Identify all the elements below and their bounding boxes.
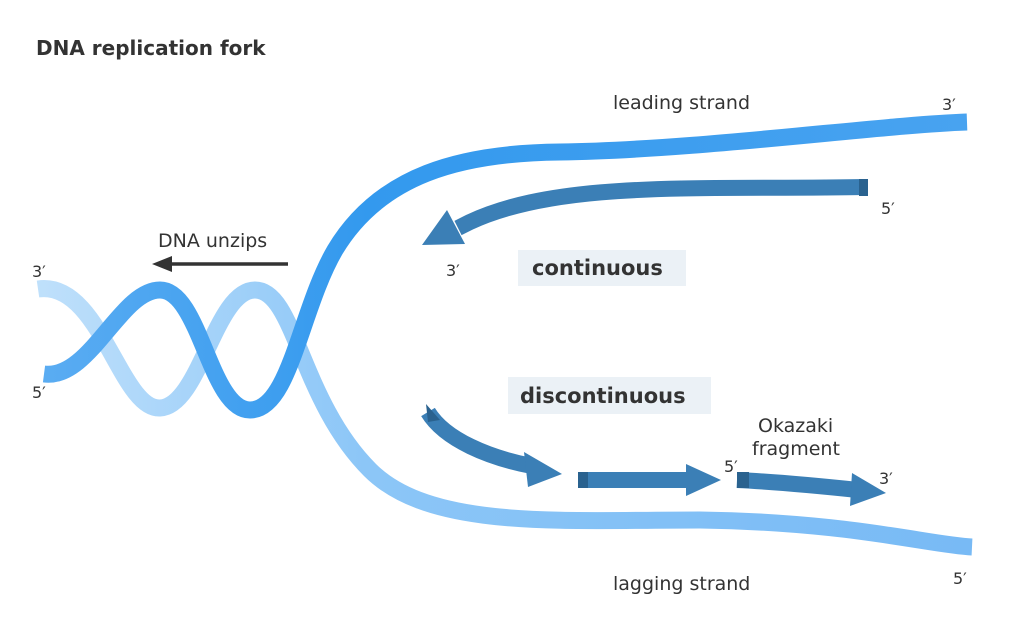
okazaki-fragment-2 bbox=[578, 464, 721, 496]
okazaki-label-line1: Okazaki bbox=[758, 415, 833, 437]
helix-top-end-label: 3′ bbox=[32, 262, 46, 281]
leading-parent-strand bbox=[42, 113, 968, 419]
continuous-label: continuous bbox=[532, 256, 663, 280]
diagram-title: DNA replication fork bbox=[36, 36, 266, 60]
helix-bottom-end-label: 5′ bbox=[32, 383, 46, 402]
unzip-direction-arrow bbox=[152, 256, 288, 272]
leading-strand-label: leading strand bbox=[613, 92, 750, 114]
leading-new-start-label: 5′ bbox=[881, 199, 895, 218]
continuous-box bbox=[518, 250, 686, 286]
okazaki-start-label: 5′ bbox=[724, 457, 738, 476]
lagging-parent-strand bbox=[36, 280, 973, 556]
lagging-parent-end-label: 5′ bbox=[953, 569, 967, 588]
discontinuous-box bbox=[508, 377, 711, 414]
okazaki-end-label: 3′ bbox=[879, 469, 893, 488]
lagging-strand-label: lagging strand bbox=[613, 573, 750, 595]
leading-parent-end-label: 3′ bbox=[942, 95, 956, 114]
leading-new-strand-arrow bbox=[422, 179, 868, 245]
dna-unzips-label: DNA unzips bbox=[158, 230, 267, 252]
discontinuous-label: discontinuous bbox=[520, 384, 686, 408]
okazaki-label-line2: fragment bbox=[752, 438, 840, 460]
okazaki-fragment-1 bbox=[421, 404, 562, 487]
okazaki-fragment-3 bbox=[736, 472, 886, 506]
leading-new-end-label: 3′ bbox=[446, 261, 460, 280]
